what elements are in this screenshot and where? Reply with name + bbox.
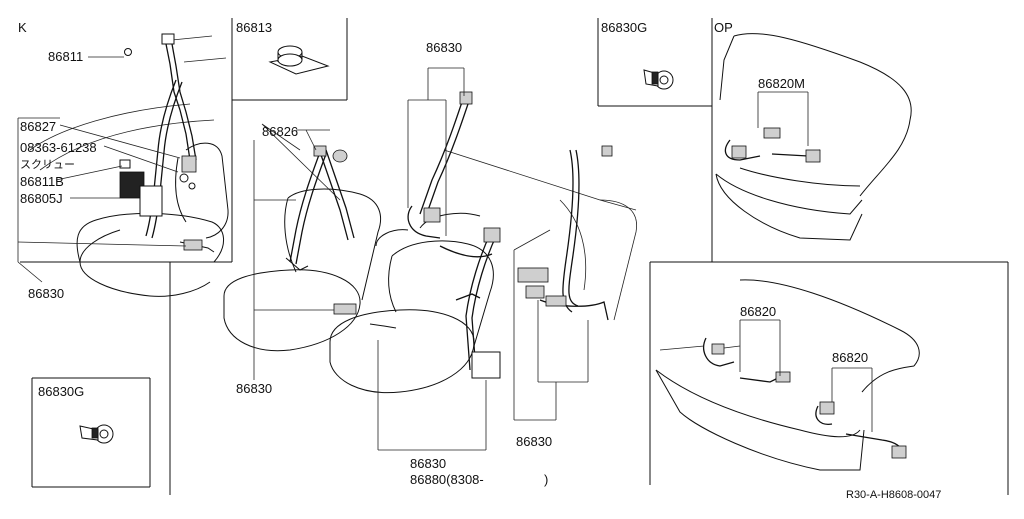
label-86830-center-left: 86830: [236, 381, 272, 396]
clip-86830g-top: [643, 69, 674, 90]
label-86811b: 86811B: [20, 174, 64, 189]
label-86830-left: 86830: [28, 286, 64, 301]
left-belt-assembly: [119, 33, 215, 253]
label-86827: 86827: [20, 119, 56, 134]
label-86830-top: 86830: [426, 40, 462, 55]
label-86830g-bottom-left: 86830G: [38, 384, 84, 399]
label-86830-bottom: 86830: [410, 456, 446, 471]
label-86826: 86826: [262, 124, 298, 139]
label-86820m: 86820M: [758, 76, 805, 91]
center-callouts: [253, 67, 589, 451]
label-86880-close: ): [544, 472, 548, 487]
label-screw: スクリュー: [20, 158, 75, 171]
left-leaders: [17, 56, 187, 283]
center-front-seats: [223, 123, 638, 394]
figure-code: R30-A-H8608-0047: [846, 489, 941, 501]
section-k-label: K: [18, 20, 27, 35]
rear-seat-op-bottom: [655, 279, 920, 471]
label-86813: 86813: [236, 20, 272, 35]
clip-86830g-bottom: [79, 424, 114, 444]
panel-borders: [20, 18, 1009, 495]
center-belts: [285, 91, 613, 379]
label-08363-61238: 08363-61238: [20, 140, 97, 155]
label-86830-right: 86830: [516, 434, 552, 449]
label-86805j: 86805J: [20, 191, 63, 206]
label-86811: 86811: [48, 49, 83, 64]
label-86880: 86880(8308-: [410, 472, 484, 487]
section-op-label: OP: [714, 20, 733, 35]
label-86820-a: 86820: [740, 304, 776, 319]
rear-seat-op-top: [715, 33, 912, 241]
label-86820-b: 86820: [832, 350, 868, 365]
part-labels: K OP 86811 86813 86827 08363-61238 スクリュー…: [18, 20, 941, 501]
label-86830g-top: 86830G: [601, 20, 647, 35]
part-86813-bracket: [268, 45, 330, 75]
